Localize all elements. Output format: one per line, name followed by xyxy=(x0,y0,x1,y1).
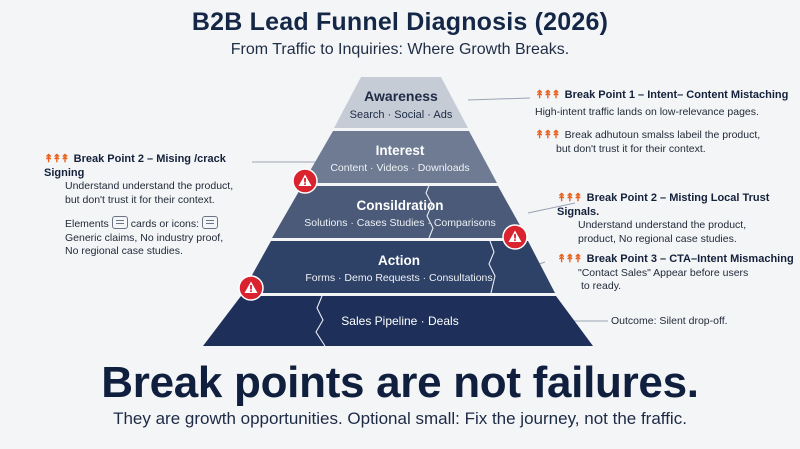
break-point-3-heading: Break Point 3 – CTA–Intent Mismaching xyxy=(586,253,794,265)
elements-mid: cards or icons: xyxy=(130,218,200,230)
break-point-3-line2: to ready. xyxy=(581,280,622,292)
break-point-1b-line1: Break adhutoun smalss labeil the product… xyxy=(564,129,761,141)
outcome-note: Outcome: Silent drop-off. xyxy=(611,315,728,327)
flame-icon: ↟↟↟ xyxy=(557,253,583,265)
page-title: B2B Lead Funnel Diagnosis (2026) xyxy=(191,8,609,36)
break-point-2-left-heading: Break Point 2 – Mising /crack Signing xyxy=(44,153,226,179)
break-point-2-left-line2: but don't trust it for their context. xyxy=(65,193,215,206)
tier-title-interest: Interest xyxy=(376,143,425,158)
tier-title-consideration: Consildration xyxy=(357,198,444,213)
funnel-tier-consideration xyxy=(272,186,527,238)
break-point-2-right-line1: Understand understand the product, xyxy=(578,219,747,231)
break-point-1b-note: ↟↟↟Break adhutoun smalss labeil the prod… xyxy=(535,129,795,156)
break-point-2-right-note: ↟↟↟Break Point 2 – Misting Local Trust S… xyxy=(557,192,797,246)
crack-line xyxy=(488,240,496,294)
warning-icon xyxy=(238,275,264,301)
tagline: They are growth opportunities. Optional … xyxy=(113,409,687,428)
headline: Break points are not failures. xyxy=(101,358,699,407)
list-icon xyxy=(202,216,219,229)
connector-line xyxy=(467,97,531,101)
flame-icon: ↟↟↟ xyxy=(535,129,561,141)
break-point-2-left-line3: Generic claims, No industry proof, xyxy=(65,231,224,244)
break-point-1-heading: Break Point 1 – Intent– Content Mistachi… xyxy=(564,89,789,101)
break-point-2-left-line4: No regional case studies. xyxy=(65,245,183,257)
flame-icon: ↟↟↟ xyxy=(557,192,583,204)
break-point-2-left-line1: Understand understand the product, xyxy=(65,180,234,192)
flame-icon: ↟↟↟ xyxy=(44,153,70,165)
break-point-3-note: ↟↟↟Break Point 3 – CTA–Intent Mismaching… xyxy=(557,253,797,294)
warning-icon xyxy=(502,224,528,250)
tier-subtitle-consideration: Solutions · Cases Studies · Comparisons xyxy=(304,217,495,229)
break-point-2-right-line2: product, No regional case studies. xyxy=(578,232,737,245)
funnel-tier-action xyxy=(242,241,555,293)
elements-label: Elements xyxy=(65,218,109,230)
tier-title-awareness: Awareness xyxy=(364,88,438,104)
flame-icon: ↟↟↟ xyxy=(535,89,561,101)
tier-subtitle-interest: Content · Videos · Downloads xyxy=(330,162,469,174)
tier-subtitle-awareness: Search · Social · Ads xyxy=(350,109,453,121)
break-point-2-right-heading: Break Point 2 – Misting Local Trust Sign… xyxy=(557,192,770,218)
funnel-tier-interest xyxy=(303,131,497,183)
warning-icon xyxy=(292,168,318,194)
crack-line xyxy=(315,295,326,347)
tier-subtitle-pipeline: Sales Pipeline · Deals xyxy=(341,314,458,328)
break-point-2-left-note: ↟↟↟Break Point 2 – Mising /crack Signing… xyxy=(44,153,259,259)
page-subtitle: From Traffic to Inquiries: Where Growth … xyxy=(230,41,570,58)
elements-row: Elements cards or icons: xyxy=(44,216,259,232)
funnel-tier-awareness xyxy=(334,77,468,128)
break-point-1b-line2: but don't trust it for their context. xyxy=(556,142,706,155)
crack-line xyxy=(425,182,434,239)
break-point-1-body: High-intent traffic lands on low-relevan… xyxy=(535,105,759,118)
tier-subtitle-action: Forms · Demo Requests · Consultations xyxy=(305,272,492,284)
break-point-3-line1: "Contact Sales" Appear before users xyxy=(578,266,749,279)
break-point-1-note: ↟↟↟Break Point 1 – Intent– Content Mista… xyxy=(535,89,795,119)
connector-line xyxy=(527,202,576,214)
funnel-tier-pipeline xyxy=(203,296,593,346)
cards-icon xyxy=(111,216,128,229)
tier-title-action: Action xyxy=(378,253,420,268)
